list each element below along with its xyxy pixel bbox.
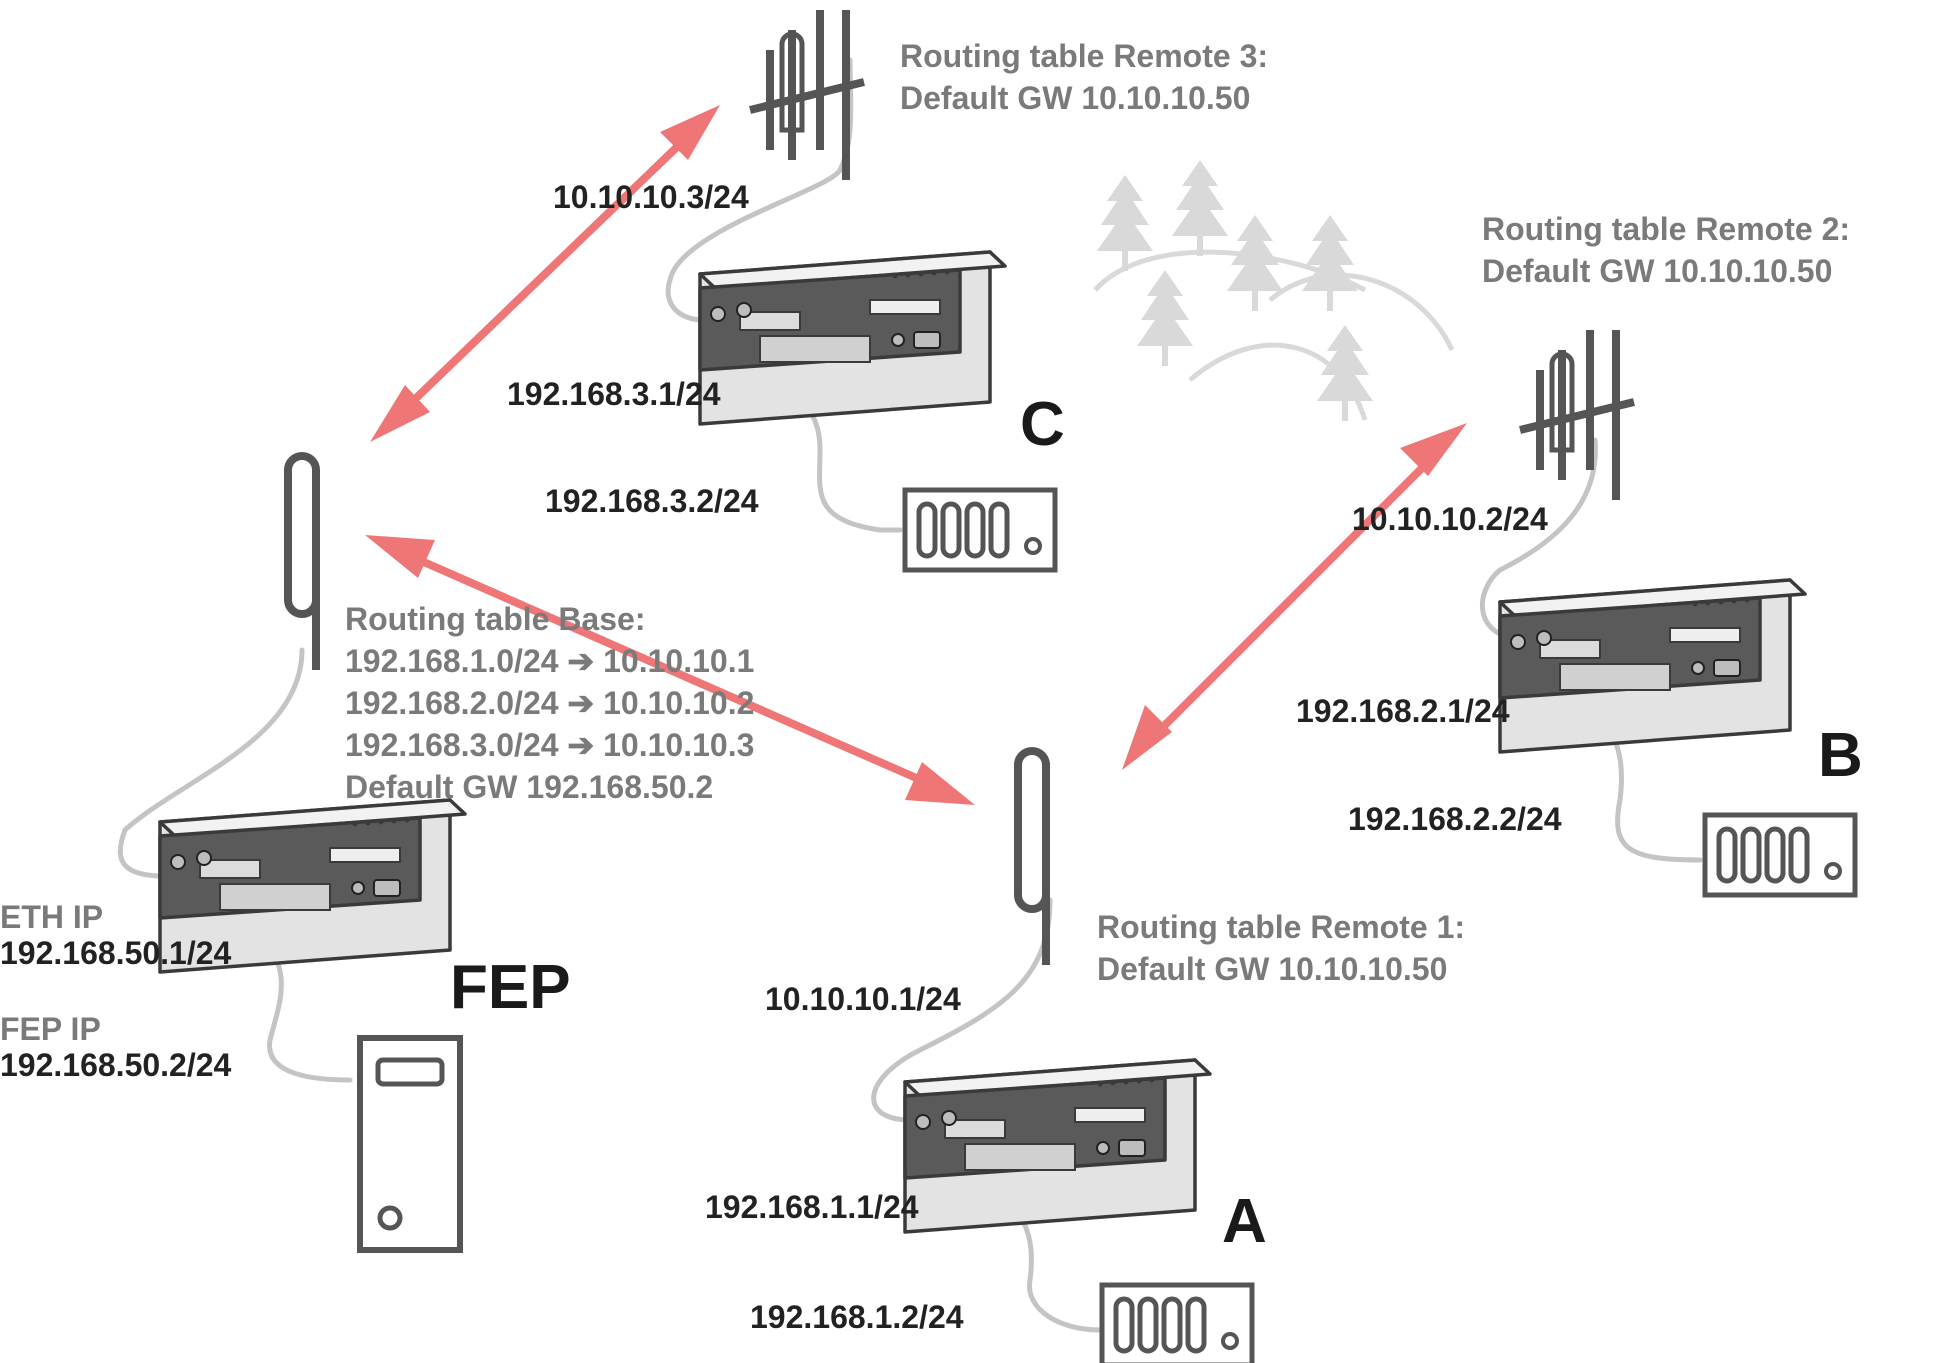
route-entry-1: 192.168.1.0/24 ➔ 10.10.10.1 [345,643,754,679]
rtu-device-icon [1102,1285,1252,1363]
radio-ip-c: 10.10.10.3/24 [553,179,749,215]
node-label-c: C [1020,390,1065,459]
node-label-a: A [1222,1187,1267,1256]
device-ip-c: 192.168.3.2/24 [545,483,759,519]
node-label-b: B [1818,721,1863,790]
base-station [158,456,467,1253]
radio-modem-icon [1498,578,1807,754]
yagi-antenna-icon [1520,330,1634,500]
eth-ip-a: 192.168.1.1/24 [705,1189,919,1225]
default-gw-remote-1: Default GW 10.10.10.50 [1097,951,1447,987]
eth-ip-base: 192.168.50.1/24 [0,935,232,971]
default-gw-base: Default GW 192.168.50.2 [345,769,713,805]
device-ip-a: 192.168.1.2/24 [750,1299,964,1335]
route-entry-3: 192.168.3.0/24 ➔ 10.10.10.3 [345,727,754,763]
default-gw-remote-2: Default GW 10.10.10.50 [1482,253,1832,289]
route-entry-2: 192.168.2.0/24 ➔ 10.10.10.2 [345,685,754,721]
routing-title-remote-2: Routing table Remote 2: [1482,211,1850,247]
radio-link-base-a [365,535,975,805]
fep-ip-base: 192.168.50.2/24 [0,1047,232,1083]
forest-hills-icon [1093,160,1455,421]
eth-ip-c: 192.168.3.1/24 [507,376,721,412]
routing-title-remote-3: Routing table Remote 3: [900,38,1268,74]
device-ip-b: 192.168.2.2/24 [1348,801,1562,837]
radio-links [365,105,1467,805]
rtu-device-icon [905,490,1055,570]
radio-link-a-b [1122,423,1467,770]
server-tower-icon [357,1035,463,1253]
yagi-antenna-icon [750,10,864,180]
radio-ip-b: 10.10.10.2/24 [1352,501,1548,537]
node-label-fep: FEP [450,953,571,1022]
omni-antenna-icon [1018,751,1046,965]
radio-modem-icon [698,250,1007,426]
remote-a [903,751,1252,1363]
default-gw-remote-3: Default GW 10.10.10.50 [900,80,1250,116]
routing-title-base: Routing table Base: [345,601,645,637]
radio-ip-a: 10.10.10.1/24 [765,981,961,1017]
rtu-device-icon [1705,815,1855,895]
omni-antenna-icon [288,456,316,670]
eth-ip-b: 192.168.2.1/24 [1296,693,1510,729]
fep-ip-label: FEP IP [0,1011,101,1047]
routing-title-remote-1: Routing table Remote 1: [1097,909,1465,945]
radio-link-base-c [370,105,720,442]
eth-ip-label: ETH IP [0,899,103,935]
radio-modem-icon [903,1058,1212,1234]
